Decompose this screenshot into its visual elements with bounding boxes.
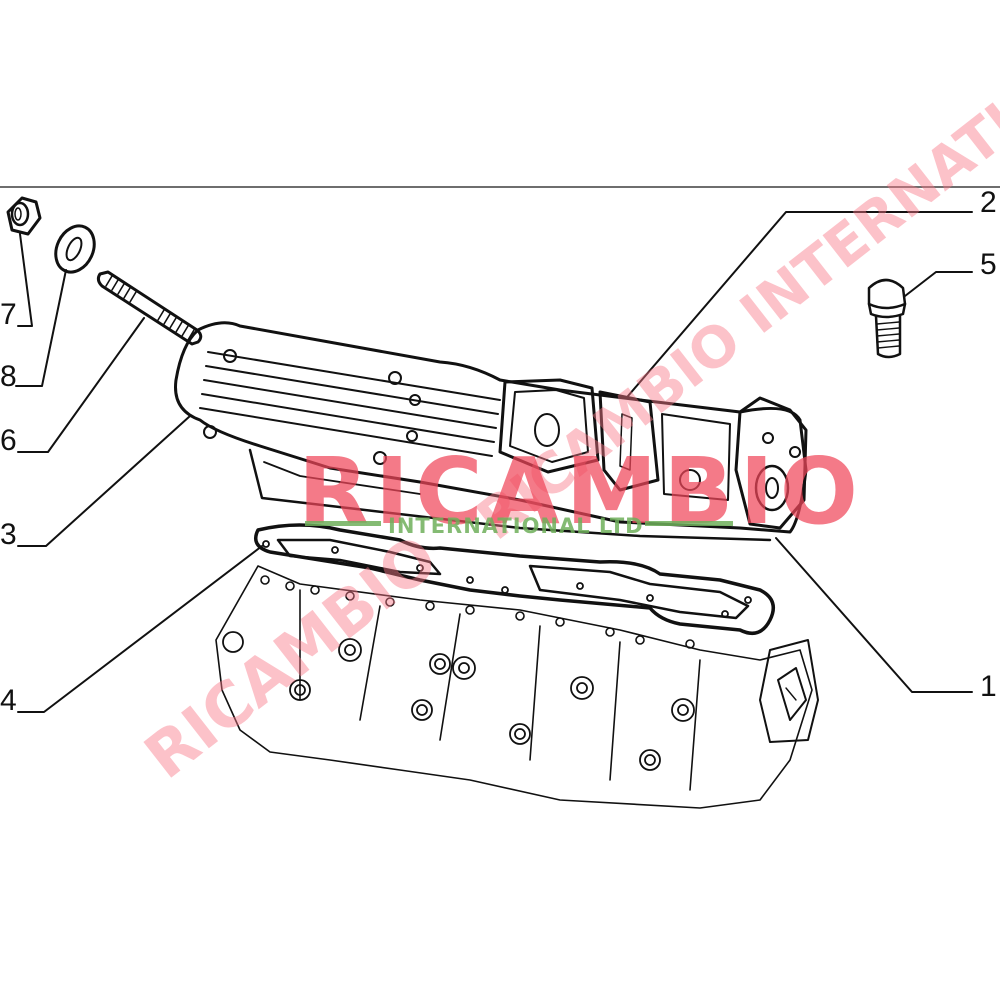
leader-lines	[15, 211, 973, 713]
callout-6: 6	[0, 424, 17, 457]
gasket-drawing	[254, 523, 776, 636]
callout-3: 3	[0, 518, 17, 551]
top-divider-rule	[0, 186, 1000, 188]
watermark-bar-right	[645, 521, 733, 526]
nut-icon	[6, 196, 42, 236]
head-cover-drawing	[174, 321, 808, 542]
callout-2: 2	[980, 186, 997, 219]
callout-5: 5	[980, 248, 997, 281]
callout-7: 7	[0, 298, 17, 331]
callout-1: 1	[980, 670, 997, 703]
watermark-bar-left	[305, 521, 381, 526]
bolt-icon	[867, 278, 907, 359]
stud-icon	[96, 270, 203, 346]
washer-icon	[54, 224, 96, 274]
callout-4: 4	[0, 684, 17, 717]
watermark-brand: RICAMBIO	[298, 438, 864, 545]
callout-8: 8	[0, 360, 17, 393]
watermark-tagline: INTERNATIONAL LTD	[388, 514, 644, 538]
cylinder-head-drawing	[215, 565, 819, 809]
